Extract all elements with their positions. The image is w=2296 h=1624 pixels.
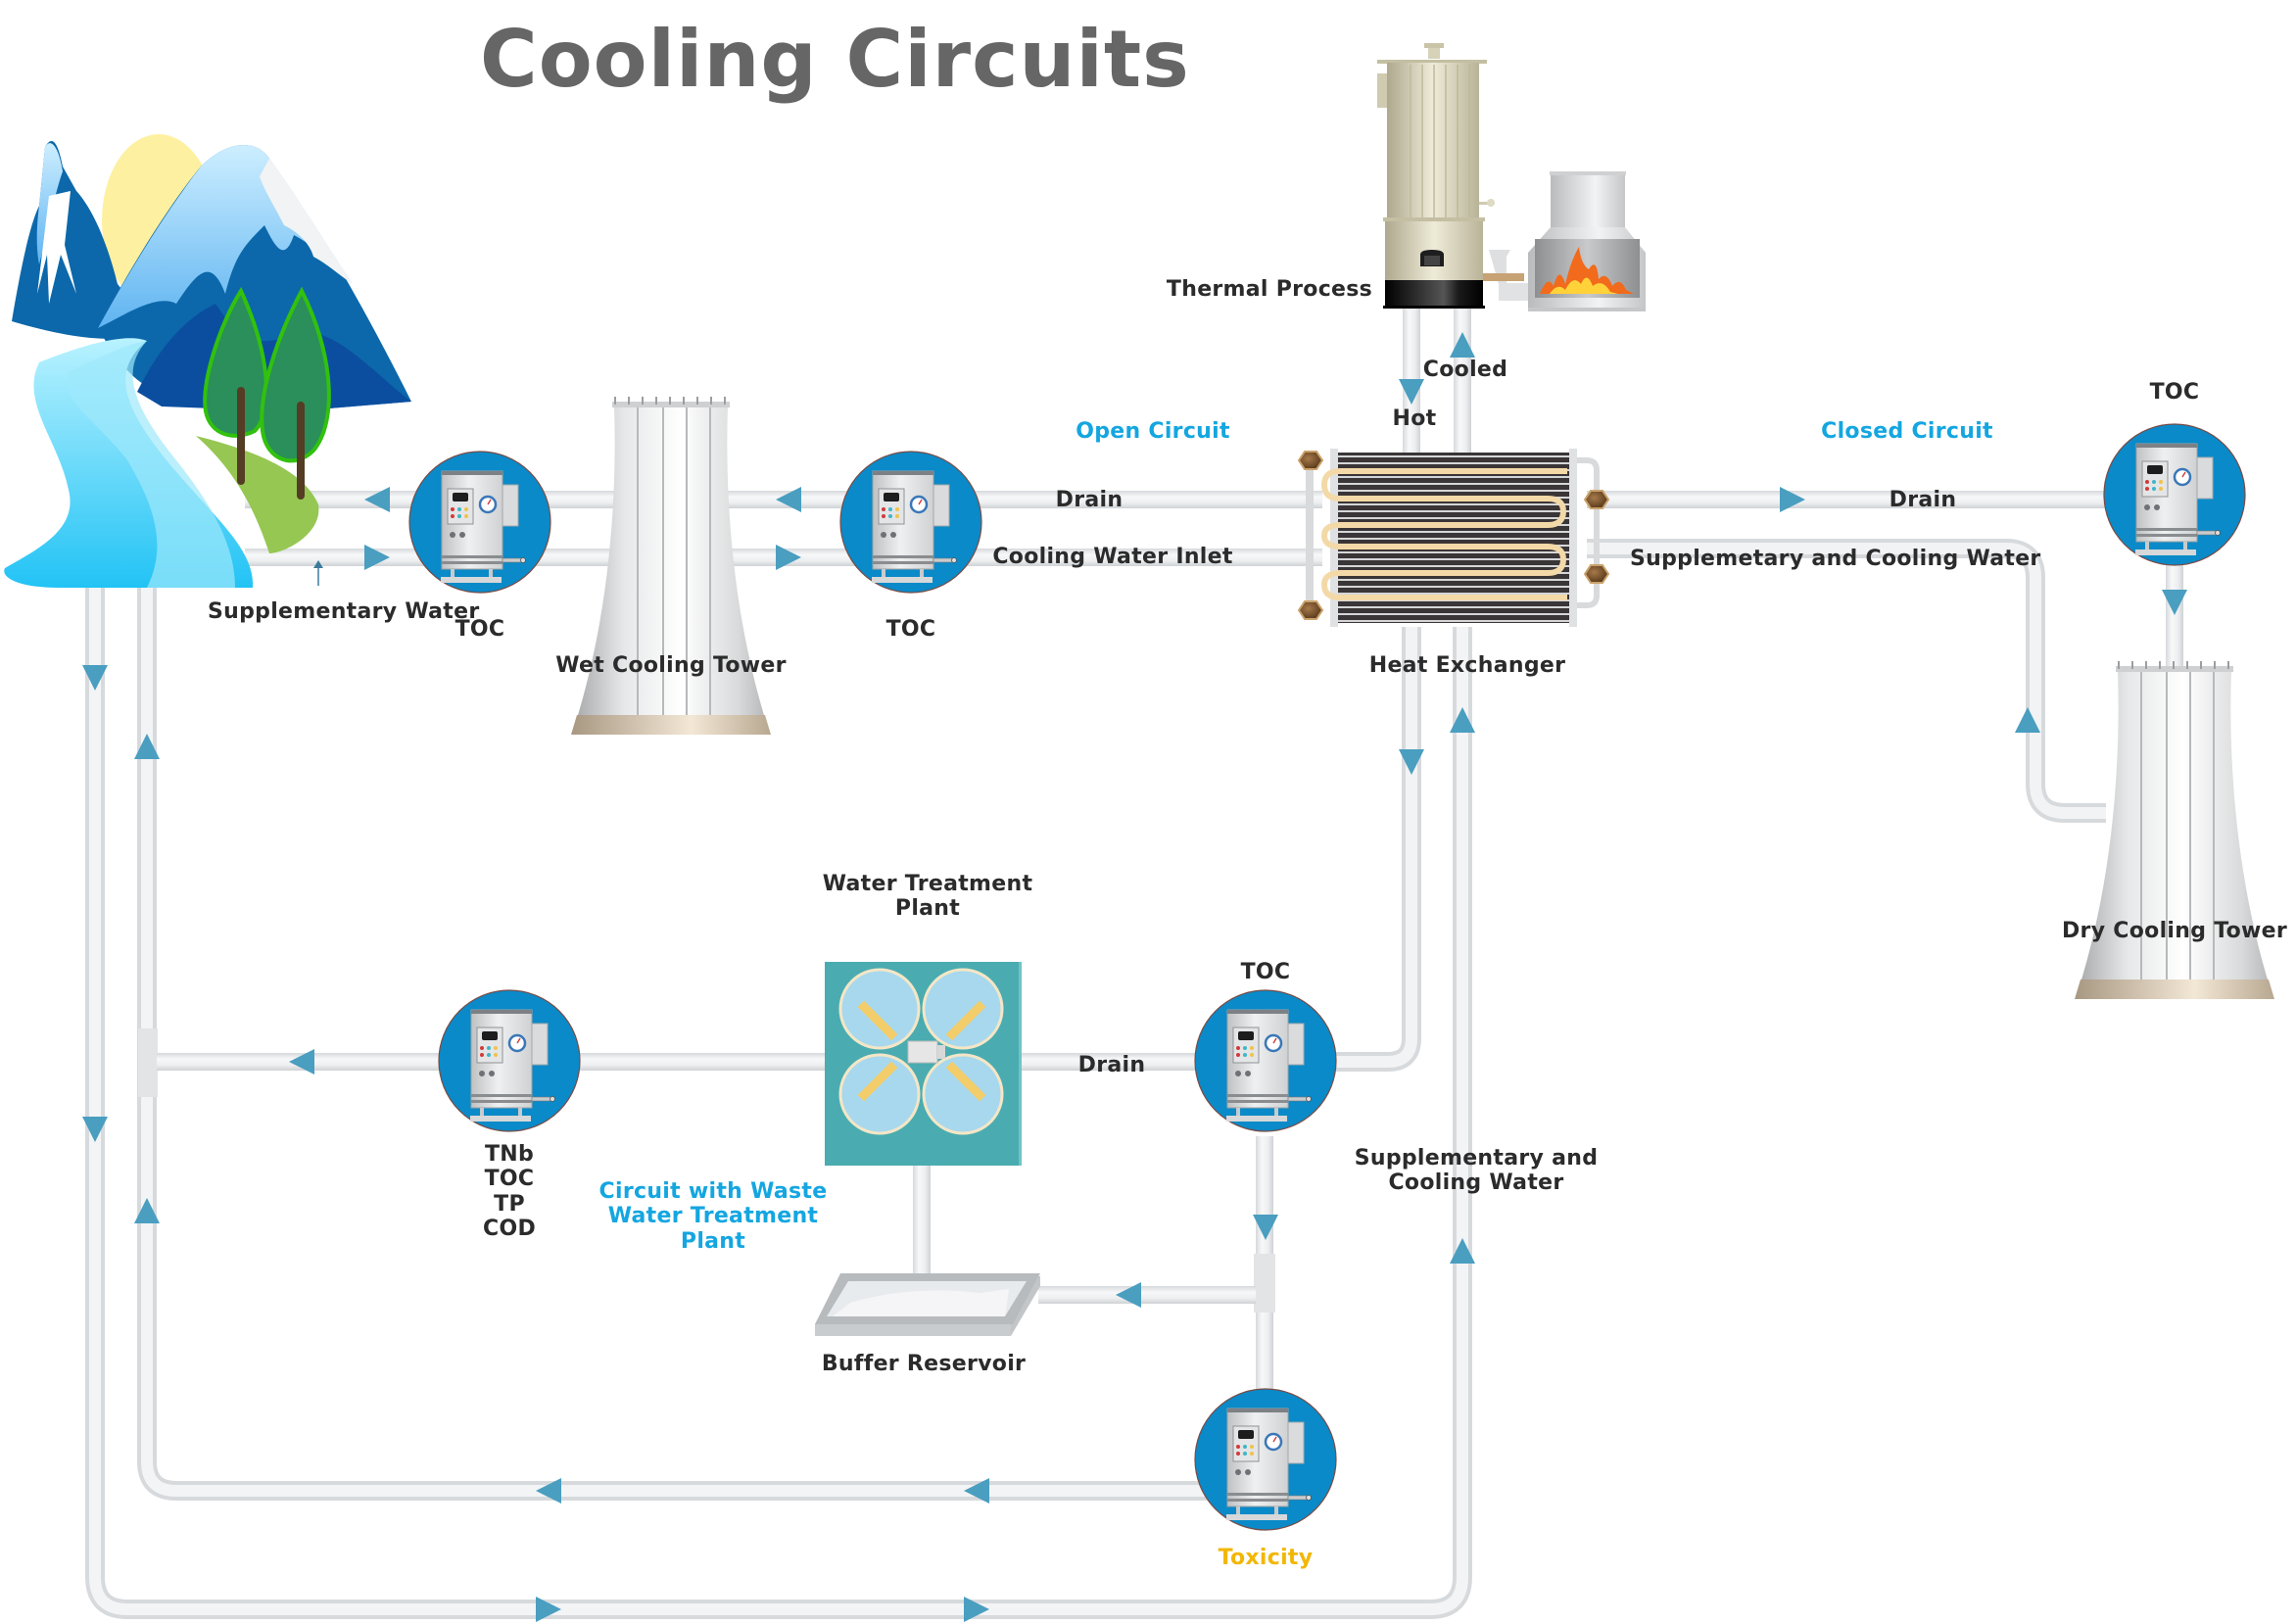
heat-exchanger-label: Heat Exchanger <box>1368 653 1566 678</box>
flow-arrow-left-icon <box>964 1478 989 1504</box>
cooling-water-inlet-label: Cooling Water Inlet <box>992 545 1233 569</box>
boiler-furnace-icon <box>1377 43 1646 311</box>
flow-arrows <box>82 332 2187 1622</box>
supplementary-cooling-label-line1: Supplementary and <box>1354 1146 1599 1170</box>
toc-label-open-2: TOC <box>885 617 936 642</box>
analyzer-toc-open-2[interactable] <box>838 450 983 595</box>
flow-arrow-down-icon <box>1399 379 1424 405</box>
page-title: Cooling Circuits <box>480 14 1190 105</box>
water-treatment-plant-label-line1: Water Treatment <box>822 872 1033 896</box>
pipe-network <box>85 304 2183 1619</box>
supplementary-water-arrow-icon <box>313 560 323 586</box>
flow-arrow-up-icon <box>2015 707 2040 733</box>
analyzer-toxicity[interactable] <box>1193 1387 1338 1532</box>
toc-label-waste: TOC <box>1240 960 1291 984</box>
cooled-label: Cooled <box>1422 358 1508 382</box>
flow-arrow-left-icon <box>1116 1282 1141 1308</box>
flow-arrow-down-icon <box>82 1117 108 1142</box>
flow-arrow-down-icon <box>2162 590 2187 615</box>
flow-arrow-left-icon <box>364 487 390 512</box>
water-treatment-plant-icon <box>825 962 1022 1166</box>
mountains-river-icon <box>4 134 411 588</box>
analyzer-toc-open-1[interactable] <box>407 450 552 595</box>
water-treatment-plant-label-line2: Plant <box>894 896 961 922</box>
waste-circuit-label-line1: Circuit with Waste <box>598 1179 828 1204</box>
waste-circuit-label-line3: Plant <box>680 1228 746 1254</box>
drain-waste-label: Drain <box>1077 1053 1146 1077</box>
tnb-label: TNb <box>484 1142 535 1167</box>
toc-label-closed: TOC <box>2149 380 2200 405</box>
dry-cooling-tower-icon <box>2074 660 2275 1000</box>
wet-cooling-tower-label: Wet Cooling Tower <box>555 653 787 678</box>
flow-arrow-down-icon <box>1253 1215 1278 1240</box>
analyzer-multi-parameter[interactable] <box>437 988 582 1133</box>
toc-label-multi: TOC <box>484 1167 535 1192</box>
supplementary-cooling-label: Supplementary and Cooling Water <box>1355 1146 1599 1196</box>
flow-arrow-left-icon <box>776 487 801 512</box>
buffer-reservoir-label: Buffer Reservoir <box>821 1352 1027 1376</box>
drain-open-label: Drain <box>1055 488 1124 512</box>
hot-label: Hot <box>1392 406 1437 431</box>
heat-exchanger-icon <box>1297 449 1610 627</box>
thermal-process-label: Thermal Process <box>1166 277 1373 302</box>
flame-icon <box>1540 247 1634 294</box>
supplementary-cooling-label-line2: Cooling Water <box>1388 1170 1564 1196</box>
flow-arrow-right-icon <box>964 1597 989 1622</box>
flow-arrow-up-icon <box>134 734 160 759</box>
supplementary-cooling-closed-label: Supplemetary and Cooling Water <box>1630 547 2041 571</box>
flow-arrow-left-icon <box>289 1049 314 1075</box>
dry-cooling-tower-label: Dry Cooling Tower <box>2061 919 2288 943</box>
flow-arrow-up-icon <box>1450 332 1475 358</box>
tp-label: TP <box>494 1191 525 1217</box>
closed-circuit-label: Closed Circuit <box>1821 419 1993 444</box>
drain-closed-label: Drain <box>1889 488 1957 512</box>
flow-arrow-left-icon <box>536 1478 561 1504</box>
flow-arrow-right-icon <box>364 545 390 570</box>
buffer-reservoir-icon <box>815 1273 1040 1336</box>
flow-arrow-right-icon <box>1780 487 1805 512</box>
flow-arrow-right-icon <box>536 1597 561 1622</box>
flow-arrow-up-icon <box>134 1198 160 1223</box>
toxicity-label: Toxicity <box>1218 1546 1314 1570</box>
flow-arrow-down-icon <box>82 665 108 691</box>
waste-circuit-label: Circuit with Waste Water Treatment Plant <box>599 1179 828 1254</box>
open-circuit-label: Open Circuit <box>1076 419 1230 444</box>
analyzer-toc-waste[interactable] <box>1193 988 1338 1133</box>
analyzer-toc-closed[interactable] <box>2102 422 2247 567</box>
flow-arrow-up-icon <box>1450 707 1475 733</box>
water-treatment-plant-label: Water Treatment Plant <box>823 872 1033 922</box>
waste-circuit-label-line2: Water Treatment <box>607 1204 819 1229</box>
supplementary-water-label: Supplementary Water <box>208 599 480 624</box>
toc-label-open-1: TOC <box>454 617 505 642</box>
cod-label: COD <box>482 1216 537 1241</box>
flow-arrow-up-icon <box>1450 1238 1475 1264</box>
multi-parameter-labels: TNb TOC TP COD <box>483 1142 536 1241</box>
flow-arrow-down-icon <box>1399 749 1424 775</box>
flow-arrow-right-icon <box>776 545 801 570</box>
